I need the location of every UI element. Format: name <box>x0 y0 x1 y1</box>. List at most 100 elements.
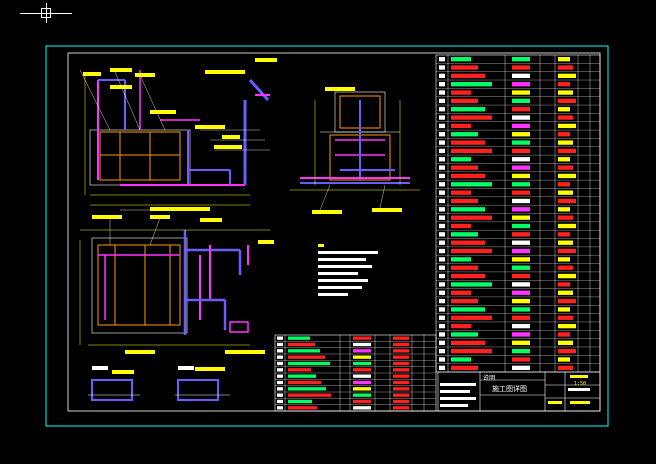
plan-view-top-left <box>79 58 277 211</box>
table-row-cell <box>451 82 492 87</box>
drawing-border <box>45 45 609 427</box>
table-row-cell <box>512 107 530 112</box>
table-row-cell <box>558 132 570 137</box>
table-row-cell <box>451 232 478 237</box>
table-row-cell <box>512 140 530 145</box>
section-view-top-center <box>290 87 420 214</box>
table-row-cell <box>288 368 311 372</box>
table-row-cell <box>451 90 471 95</box>
table-row-cell <box>353 342 371 347</box>
table-row-cell <box>558 190 573 195</box>
table-row-cell <box>558 290 573 295</box>
table-row-cell <box>512 298 530 304</box>
table-row-cell <box>451 65 478 70</box>
table-row-cell <box>558 148 576 154</box>
table-row-cell <box>451 223 471 229</box>
table-row-index <box>277 368 283 372</box>
table-row-cell <box>288 393 331 397</box>
table-row-cell <box>451 190 471 195</box>
table-row-index <box>439 123 445 129</box>
table-row-cell <box>558 232 570 237</box>
table-row-cell <box>512 198 530 204</box>
table-row-index <box>277 374 283 378</box>
table-row-index <box>439 290 445 295</box>
table-row-cell <box>353 361 371 366</box>
table-row-index <box>439 173 445 179</box>
table-row-cell <box>558 73 576 79</box>
table-row-cell <box>512 98 530 104</box>
table-row-cell <box>288 399 312 404</box>
table-row-cell <box>451 240 485 245</box>
table-row-cell <box>512 282 530 287</box>
table-row-index <box>439 157 445 162</box>
table-row-index <box>439 90 445 95</box>
table-row-cell <box>451 57 471 62</box>
table-row-cell <box>451 148 492 154</box>
table-row-cell <box>512 65 530 70</box>
table-row-cell <box>353 406 371 410</box>
table-row-cell <box>512 248 530 254</box>
table-row-index <box>439 190 445 195</box>
table-row-cell <box>288 349 320 353</box>
table-row-cell <box>393 406 409 410</box>
table-row-cell <box>558 332 570 337</box>
table-row-cell <box>393 361 409 366</box>
table-row-index <box>439 107 445 112</box>
table-row-index <box>439 223 445 229</box>
table-row-index <box>277 406 283 410</box>
table-row-cell <box>451 173 485 179</box>
drawing-inner-frame <box>67 52 601 412</box>
table-row-index <box>439 357 445 362</box>
table-row-cell <box>558 65 573 70</box>
table-row-cell <box>393 374 409 378</box>
table-row-cell <box>353 374 371 378</box>
table-row-cell <box>353 355 371 359</box>
table-row-cell <box>451 182 492 187</box>
table-row-index <box>439 215 445 220</box>
table-row-cell <box>451 257 471 262</box>
table-row-cell <box>393 393 409 397</box>
table-row-index <box>439 315 445 320</box>
table-row-cell <box>512 332 530 337</box>
table-row-cell <box>512 315 530 320</box>
table-row-index <box>439 98 445 104</box>
table-row-cell <box>512 340 530 345</box>
table-row-cell <box>512 307 530 312</box>
table-row-index <box>277 387 283 391</box>
drawing-scale: 1:50 <box>574 381 587 387</box>
table-row-index <box>439 140 445 145</box>
title-block <box>437 371 601 412</box>
table-row-cell <box>451 323 471 329</box>
table-row-index <box>439 340 445 345</box>
plan-view-bottom-left <box>79 215 274 354</box>
table-row-cell <box>512 207 530 212</box>
title-block-label: 说明 <box>483 375 496 382</box>
table-row-cell <box>288 355 325 359</box>
table-row-cell <box>558 357 570 362</box>
table-row-cell <box>558 182 570 187</box>
table-row-cell <box>558 157 570 162</box>
table-row-index <box>439 323 445 329</box>
table-row-cell <box>451 340 485 345</box>
table-row-cell <box>393 380 409 385</box>
table-row-cell <box>558 240 573 245</box>
table-row-cell <box>512 57 530 62</box>
table-row-index <box>439 198 445 204</box>
table-row-cell <box>451 165 478 170</box>
table-row-index <box>439 307 445 312</box>
table-row-cell <box>512 323 530 329</box>
table-row-index <box>439 115 445 120</box>
table-row-cell <box>451 73 485 79</box>
table-row-cell <box>512 273 530 279</box>
table-row-cell <box>558 365 573 370</box>
table-row-cell <box>451 140 485 145</box>
table-row-cell <box>558 273 576 279</box>
table-row-cell <box>451 357 471 362</box>
table-row-cell <box>288 336 310 340</box>
table-row-cell <box>393 336 409 340</box>
table-row-cell <box>512 182 530 187</box>
table-row-index <box>439 232 445 237</box>
table-row-cell <box>558 57 570 62</box>
table-row-cell <box>512 348 530 354</box>
